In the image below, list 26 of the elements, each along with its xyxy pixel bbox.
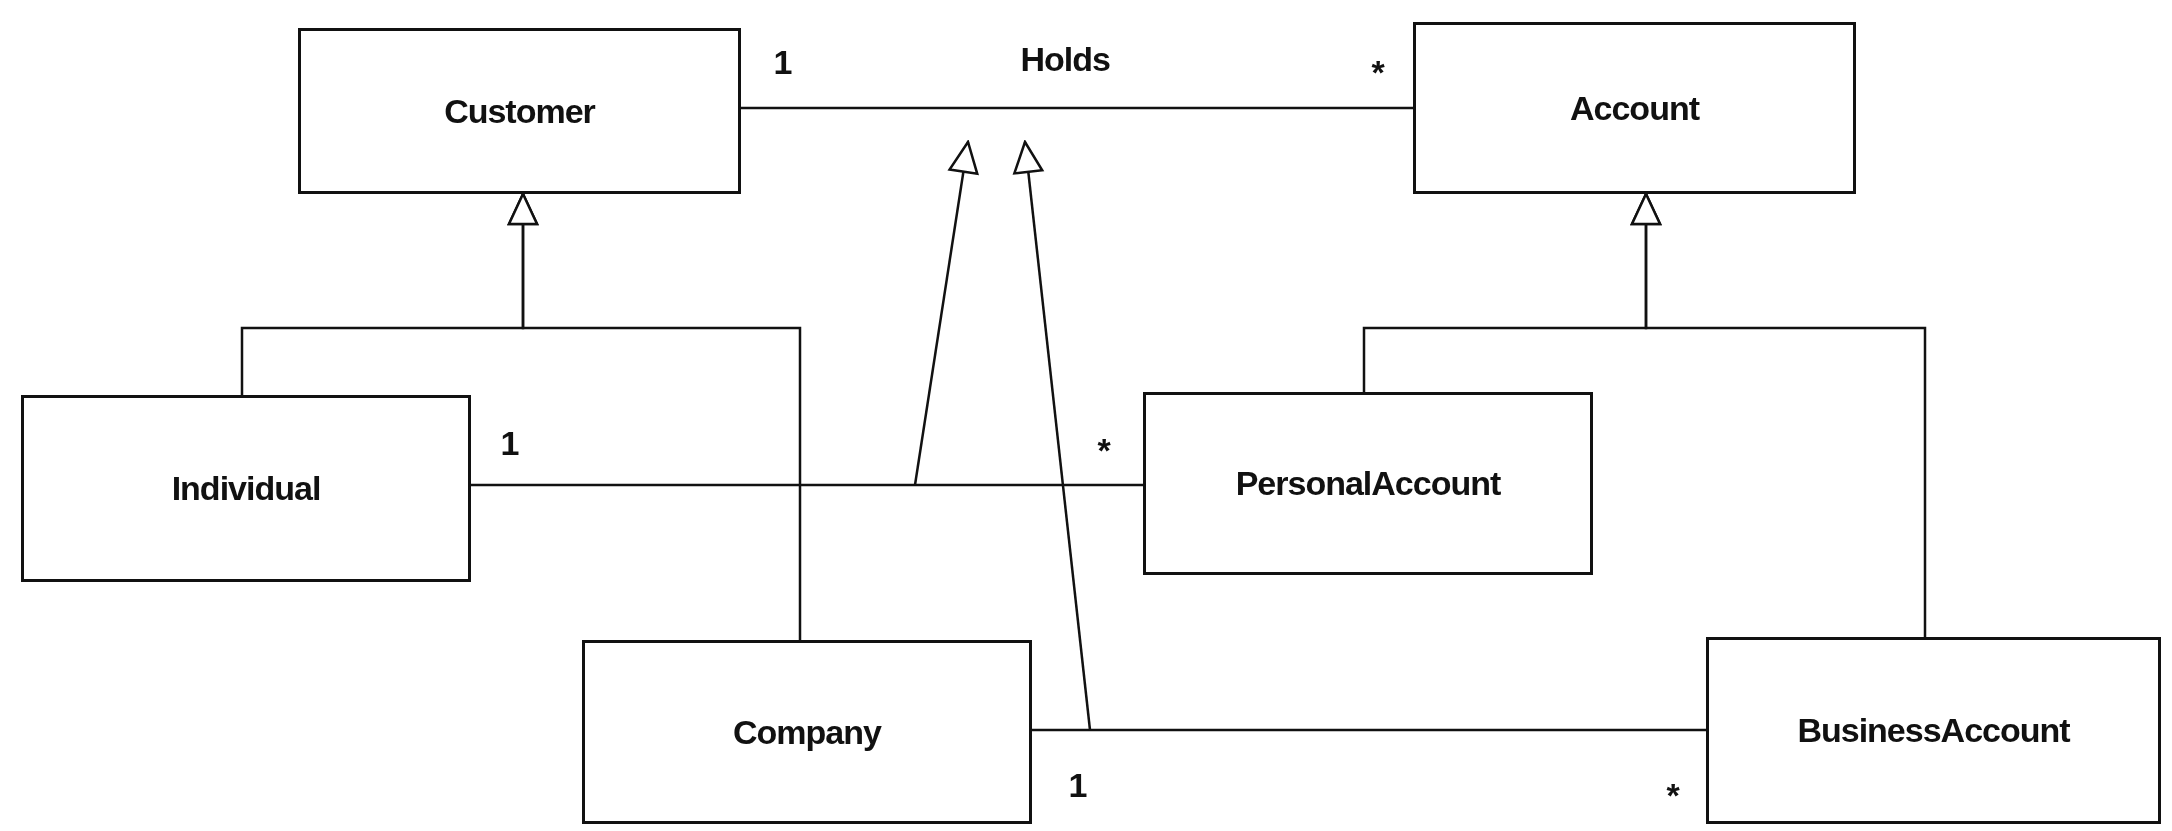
class-box xyxy=(582,640,1032,824)
multiplicity-label: 1 xyxy=(1068,765,1088,805)
multiplicity-label: * xyxy=(1097,430,1111,470)
class-name: Company xyxy=(733,712,881,752)
class-box xyxy=(1143,392,1593,575)
class-box xyxy=(1413,22,1856,194)
class-name: Account xyxy=(1570,88,1699,128)
class-name: PersonalAccount xyxy=(1235,464,1501,503)
class-name: Individual xyxy=(171,469,321,508)
class-box xyxy=(1706,637,2161,824)
class-name: BusinessAccount xyxy=(1797,711,2070,750)
multiplicity-label: * xyxy=(1666,775,1680,815)
class-box xyxy=(21,395,471,582)
multiplicity-label: 1 xyxy=(500,423,520,463)
multiplicity-label: * xyxy=(1371,52,1385,92)
association-line xyxy=(741,106,1413,110)
association-name: Holds xyxy=(1020,40,1110,79)
class-box xyxy=(298,28,741,194)
generalization-arrow xyxy=(1013,140,1092,731)
generalization-arrow xyxy=(913,140,979,486)
association-line xyxy=(471,483,1143,487)
multiplicity-label: 1 xyxy=(773,42,793,82)
association-line xyxy=(1032,728,1706,732)
class-name: Customer xyxy=(444,91,595,131)
generalization-arrow xyxy=(507,192,802,640)
generalization-arrow xyxy=(1630,192,1927,637)
